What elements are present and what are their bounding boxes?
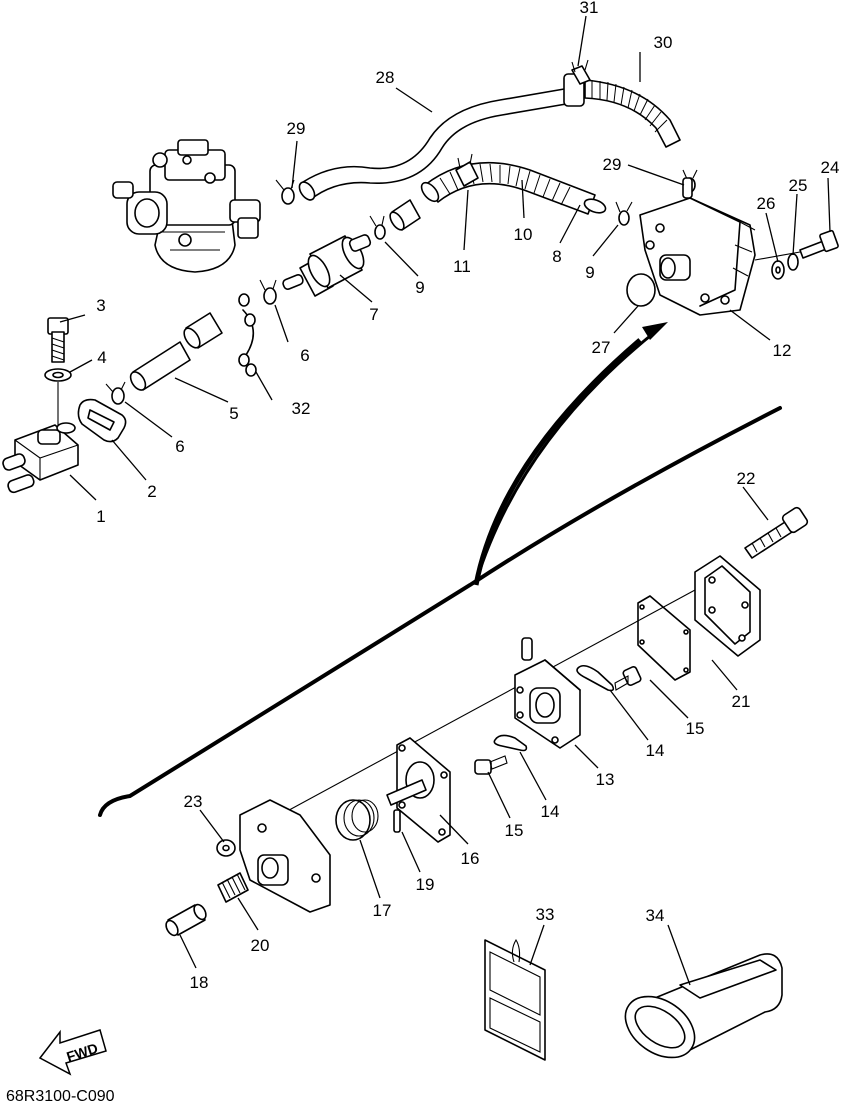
diaphragm [637, 595, 691, 681]
callout-18: 18 [190, 973, 209, 992]
callout-14-lower: 14 [541, 802, 560, 821]
leader-lines [59, 15, 831, 986]
callout-21: 21 [732, 692, 751, 711]
callout-9-right: 9 [585, 263, 594, 282]
part-2-gasket [77, 398, 127, 443]
part-5-hose [129, 312, 223, 391]
part-34-grommet [624, 953, 783, 1059]
callout-1: 1 [96, 507, 105, 526]
short-hose-piece [389, 199, 421, 231]
callout-7: 7 [369, 305, 378, 324]
callout-9-left: 9 [415, 278, 424, 297]
callout-34: 34 [646, 906, 665, 925]
part-3-bolt [47, 317, 69, 363]
direction-arrow-head [642, 322, 668, 340]
callout-24: 24 [821, 158, 840, 177]
callout-2: 2 [147, 482, 156, 501]
part-18-plug [165, 903, 207, 937]
callout-29-right: 29 [603, 155, 622, 174]
part-27-o-ring [626, 273, 656, 307]
callout-6-lower: 6 [175, 437, 184, 456]
part-7-fuel-filter [282, 234, 372, 297]
part-17-spring [335, 799, 379, 841]
part-21-pump-cover [694, 555, 761, 657]
callout-25: 25 [789, 176, 808, 195]
callout-26: 26 [757, 194, 776, 213]
callout-11: 11 [453, 257, 471, 276]
callout-29-left: 29 [287, 119, 306, 138]
part-16-pump-plate [386, 737, 451, 843]
part-9-clip [369, 201, 633, 240]
callout-23: 23 [184, 792, 203, 811]
part-26-washer [771, 260, 785, 280]
carburetor-context [112, 139, 261, 273]
part-22-bolt [744, 506, 809, 559]
callout-30: 30 [654, 33, 673, 52]
callout-6-upper: 6 [300, 346, 309, 365]
callout-19: 19 [416, 875, 435, 894]
callout-12: 12 [773, 341, 792, 360]
callout-17: 17 [373, 901, 392, 920]
part-32-clip-set [238, 293, 257, 377]
callout-20: 20 [251, 936, 270, 955]
callout-10: 10 [514, 225, 533, 244]
part-1-fuel-joint [2, 422, 79, 494]
callout-33: 33 [536, 905, 555, 924]
part-25-washer [787, 253, 799, 271]
part-24-bolt [799, 229, 839, 259]
callout-8: 8 [552, 247, 561, 266]
part-13-pump-body [514, 637, 581, 749]
callout-14-upper: 14 [646, 741, 665, 760]
callout-labels: 3 4 1 2 5 6 6 7 8 9 9 10 11 12 13 14 14 … [96, 0, 839, 992]
callout-28: 28 [376, 68, 395, 87]
callout-3: 3 [96, 296, 105, 315]
part-20-spring [217, 872, 249, 903]
part-31-clip [571, 59, 591, 85]
diagram-code: 68R3100-C090 [6, 1088, 115, 1104]
part-14-reed-valve [493, 664, 615, 752]
forward-arrow-icon: FWD [38, 1029, 107, 1076]
callout-13: 13 [596, 770, 615, 789]
callout-4: 4 [97, 348, 106, 367]
callout-32: 32 [292, 399, 311, 418]
part-11-clip [455, 153, 479, 187]
pump-base [239, 799, 331, 913]
part-15-screw [474, 665, 642, 775]
part-19-pin [393, 809, 401, 833]
callout-15-lower: 15 [505, 821, 524, 840]
part-6-clip [105, 279, 277, 405]
callout-15-upper: 15 [686, 719, 705, 738]
part-12-fuel-pump-assembly [639, 177, 756, 316]
callout-27: 27 [592, 338, 611, 357]
section-divider [98, 322, 782, 817]
callout-16: 16 [461, 849, 480, 868]
part-33-caution-label [484, 938, 546, 1061]
callout-5: 5 [229, 404, 238, 423]
part-23-nut [216, 839, 236, 857]
part-30-corrugated-hose [563, 73, 681, 148]
callout-31: 31 [580, 0, 599, 17]
callout-22: 22 [737, 469, 756, 488]
part-4-washer [44, 368, 72, 382]
